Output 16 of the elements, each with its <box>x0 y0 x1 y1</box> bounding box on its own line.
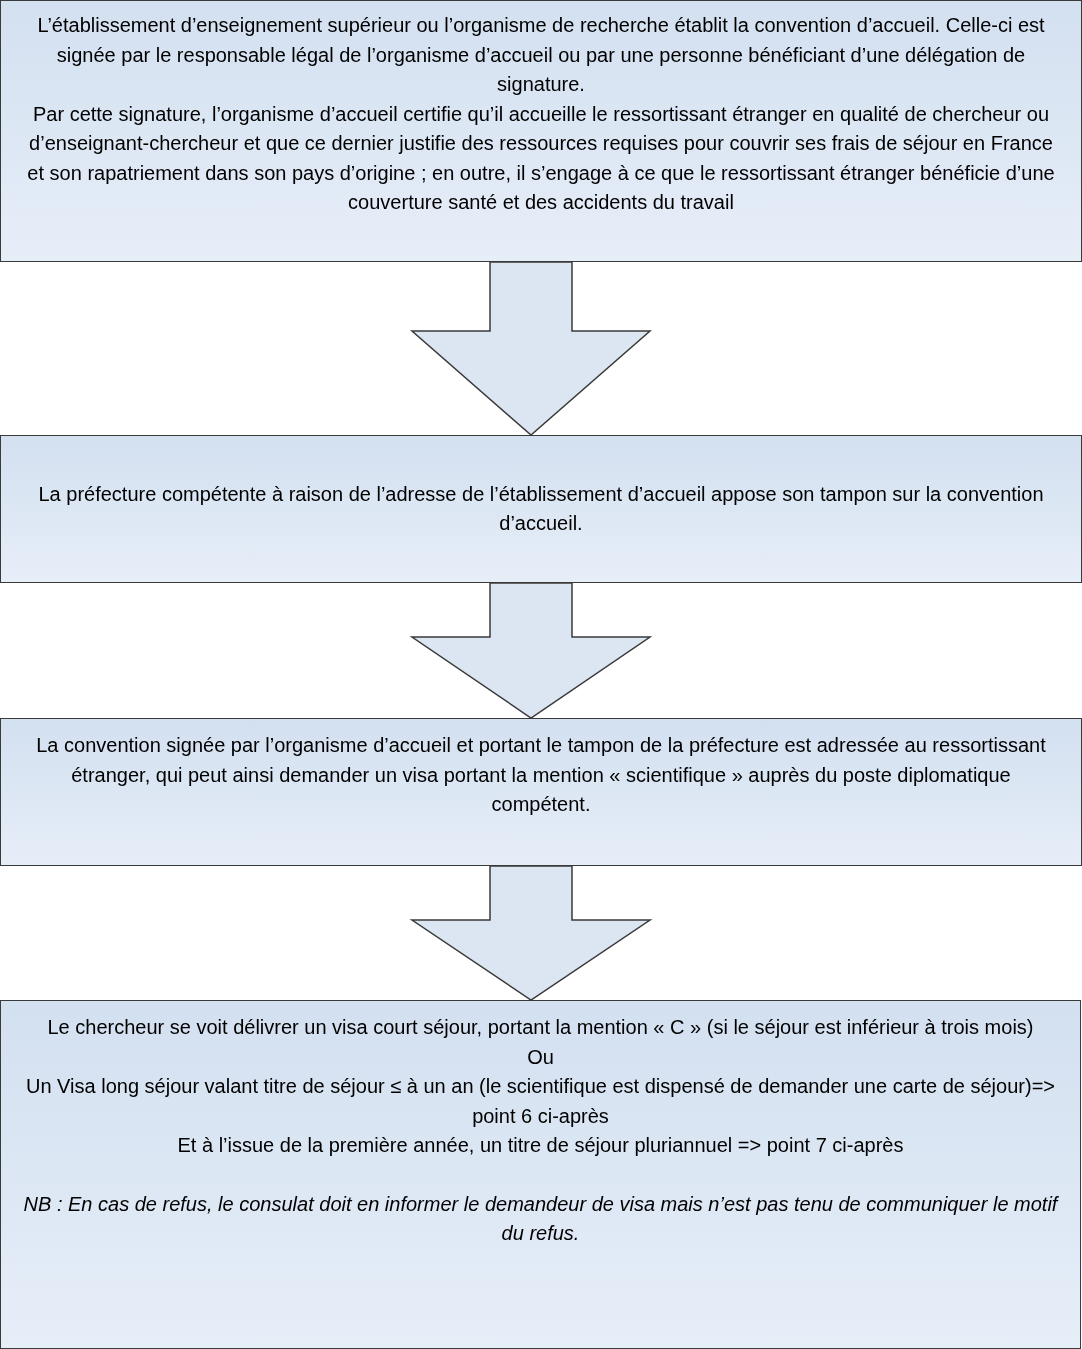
block-arrow <box>409 865 653 1001</box>
step-text: Par cette signature, l’organisme d’accueil certifie qu’il accueille le ressortissant étranger en qualité de chercheur ou d’enseignant-chercheur et que ce dernier justifie des ressources requises pour couvrir ses frais de séjour en France et son rapatriement dans son pays d’origine ; en outre, il s’engage à ce que le ressortissant étranger bénéficie d’une couverture santé et des accidents du travail <box>26 101 1056 215</box>
process-box <box>0 0 1082 262</box>
block-arrow <box>410 261 652 436</box>
step-text: Ou <box>527 1044 554 1070</box>
step-text: L’établissement d’enseignement supérieur ou l’organisme de recherche établit la convention d’accueil. Celle-ci est signée par le responsable légal de l’organisme d’accueil ou par une personne bénéficiant d’une délégation de signature. <box>36 13 1046 97</box>
step-text: La préfecture compétente à raison de l’adresse de l’établissement d’accueil appose son tampon sur la convention d’accueil. <box>37 481 1045 536</box>
step-text: Un Visa long séjour valant titre de séjour ≤ à un an (le scientifique est dispensé de demander une carte de séjour)=> point 6 ci-après <box>25 1074 1056 1129</box>
process-box <box>0 1000 1081 1349</box>
process-box <box>0 718 1082 866</box>
step-text: Et à l’issue de la première année, un titre de séjour pluriannuel => point 7 ci-après <box>177 1133 904 1158</box>
step-text: La convention signée par l’organisme d’accueil et portant le tampon de la préfecture est adressée au ressortissant étranger, qui peut ainsi demander un visa portant la mention « scientifique » auprès du poste diplomatique compétent. <box>35 733 1047 817</box>
process-box <box>0 435 1082 583</box>
step-text: NB : En cas de refus, le consulat doit en informer le demandeur de visa mais n’est pas tenu de communiquer le motif du refus. <box>23 1191 1058 1246</box>
step-text: Le chercheur se voit délivrer un visa court séjour, portant la mention « C » (si le séjour est inférieur à trois mois) <box>47 1015 1034 1040</box>
block-arrow <box>409 582 653 719</box>
